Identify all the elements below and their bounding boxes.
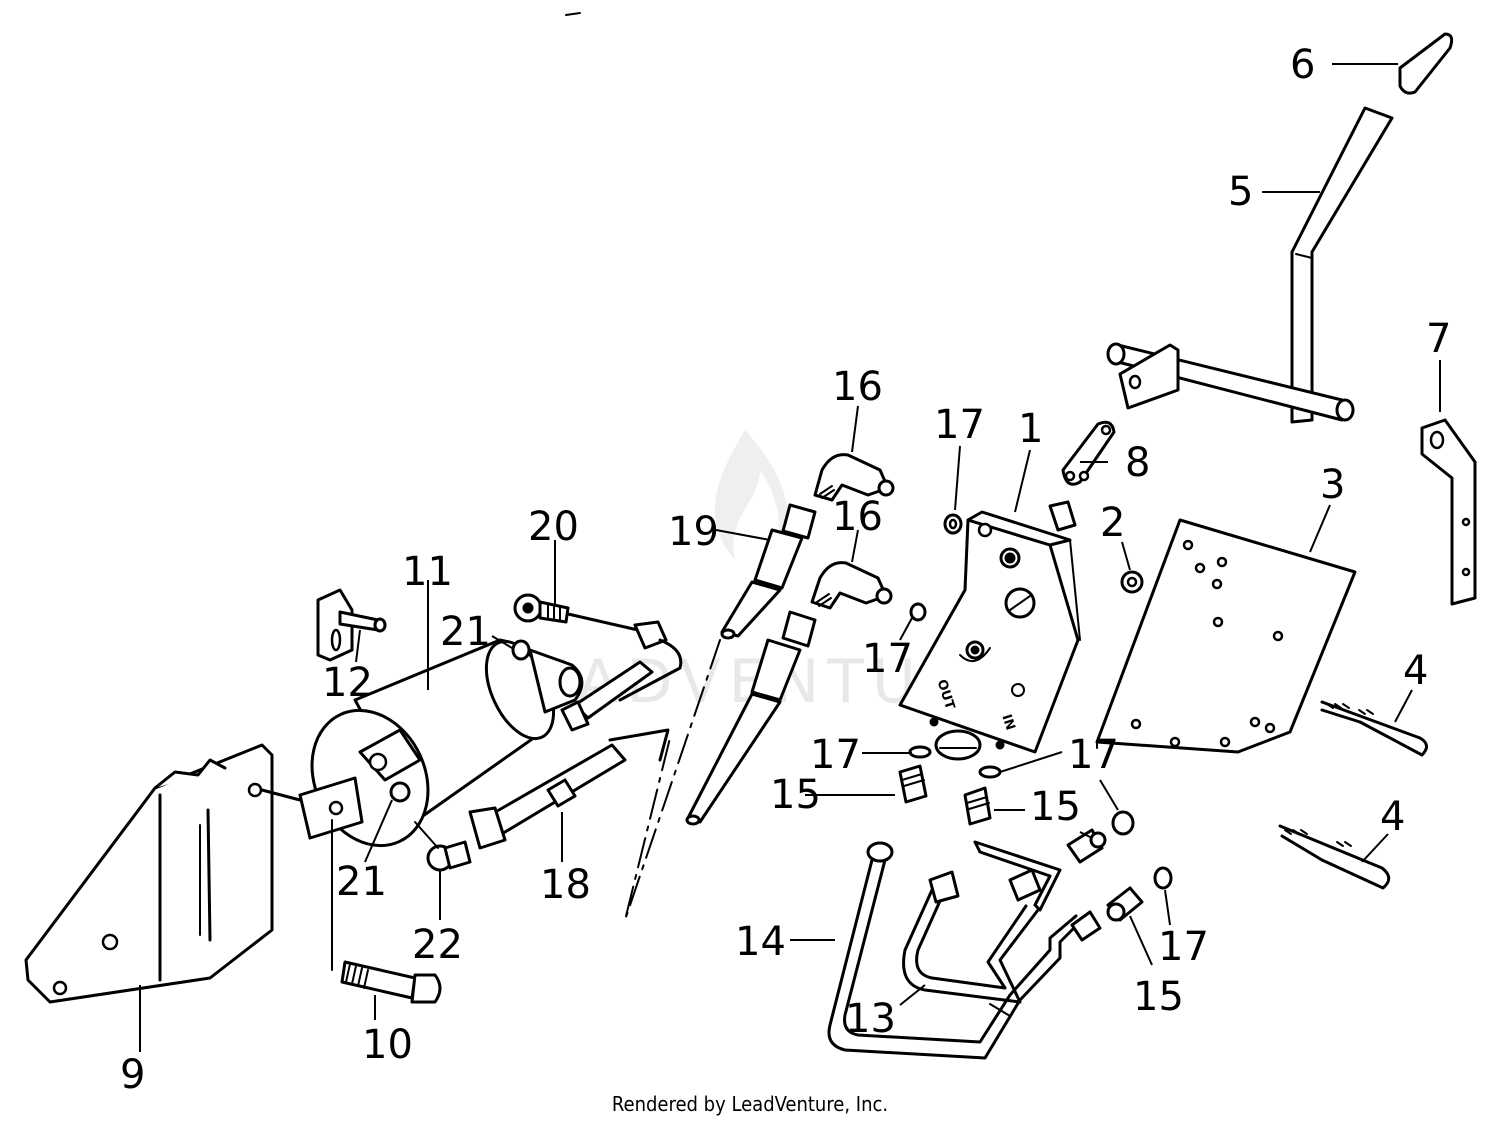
mounting-bracket-part-9 [24,743,302,1004]
callout-5: 5 [1228,169,1253,215]
callout-17-lower-right: 17 [1158,924,1209,970]
callout-19: 19 [668,509,719,555]
o-ring-part-17-right [1111,810,1135,836]
callout-20: 20 [528,504,579,550]
hose-part-19 [720,503,817,640]
callout-16-upper: 16 [832,364,883,410]
plate-holes [1130,539,1284,748]
valve-body-part: OUT IN [898,500,1081,761]
banjo-fitting-part-20 [513,593,683,732]
o-ring-part-17-port-out [908,745,932,759]
link-part [1061,420,1116,486]
assembly-centerline [624,639,721,921]
callout-15-a: 15 [770,772,821,818]
callout-4-upper: 4 [1403,648,1428,694]
clevis-pin-part-lower [1278,824,1391,890]
callout-labels: 6 5 7 8 1 2 3 4 4 17 16 16 19 17 17 15 1… [120,42,1451,1098]
adapter-part-15a [898,764,928,804]
o-ring-part-21-upper [511,639,531,661]
o-ring-part-17-top [943,513,963,535]
callout-22: 22 [412,922,463,968]
callout-15-c: 15 [1133,974,1184,1020]
tube-part-18 [468,728,670,850]
bracket-part [1420,418,1477,606]
callout-8: 8 [1125,440,1150,486]
callout-21-upper: 21 [440,609,491,655]
callout-11: 11 [402,549,453,595]
callout-14: 14 [735,919,786,965]
washer-part-2 [1120,570,1144,594]
callout-3: 3 [1320,462,1345,508]
callout-17-top: 17 [934,402,985,448]
hose-part-13 [902,840,1062,1004]
callout-9: 9 [120,1052,145,1098]
pedal-lever-part [1290,106,1394,424]
adapter-part-15d [1106,886,1144,922]
callout-17-out-port: 17 [810,732,861,778]
callout-7: 7 [1426,316,1451,362]
elbow-fitting-part-upper [813,453,895,502]
callout-18: 18 [540,862,591,908]
leader-lines [139,63,1441,1052]
o-ring-part-17-port-in [978,765,1002,779]
callout-17-in-port: 17 [1068,732,1119,778]
callout-2: 2 [1100,500,1125,546]
hose-part-14 [827,841,1102,1060]
callout-21-lower: 21 [336,859,387,905]
clevis-pin-part-upper [1320,700,1428,757]
elbow-fitting-part-lower [810,561,893,610]
pin-bracket-part-12 [316,588,387,662]
callout-15-b: 15 [1030,784,1081,830]
callout-16-lower: 16 [832,494,883,540]
callout-10: 10 [362,1022,413,1068]
callout-12: 12 [322,660,373,706]
render-credit: Rendered by LeadVenture, Inc. [611,1092,889,1116]
pedal-shaft-part [1106,342,1355,422]
stray-marks [565,12,581,16]
callout-13: 13 [845,996,896,1042]
cylinder-part-11 [298,638,584,848]
mounting-plate-part [1095,518,1357,754]
fitting-part-22 [414,821,472,872]
callout-6: 6 [1290,42,1315,88]
port-label-in: IN [998,713,1017,733]
callout-17-mid: 17 [862,636,913,682]
callout-4-lower: 4 [1380,794,1405,840]
bolt-part-10 [331,819,442,1004]
callout-1: 1 [1018,406,1043,452]
o-ring-part-17-lower-right [1153,866,1173,890]
o-ring-part-17-mid [909,602,927,622]
pedal-pad-part [1398,32,1454,95]
hose-part-16-lower-line [685,610,817,826]
adapter-part-15b [963,786,992,826]
